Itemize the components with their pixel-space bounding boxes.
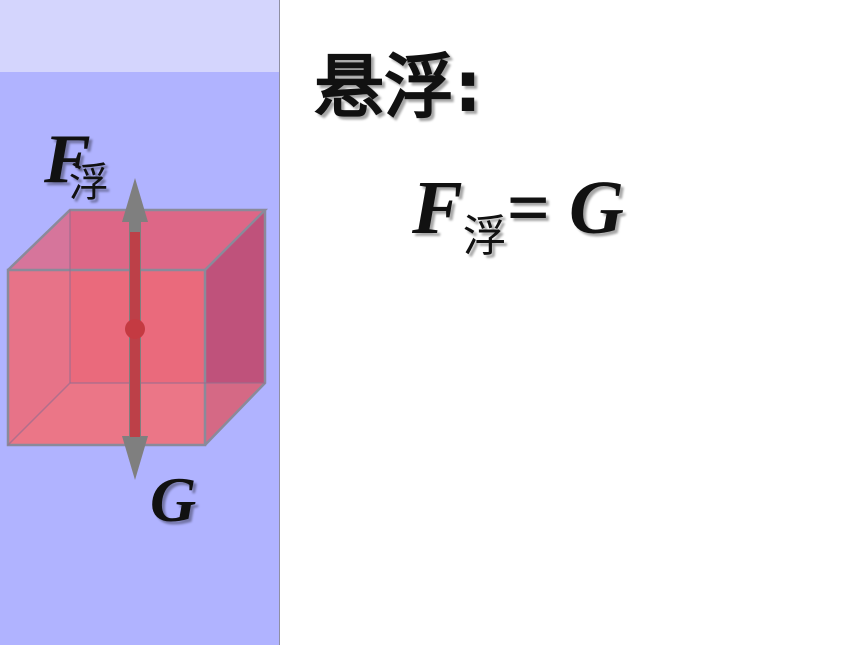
water-container: F浮 G — [0, 0, 280, 645]
air-region — [0, 0, 280, 72]
equation-lhs-symbol: F — [412, 166, 463, 250]
cube-hidden-edges — [7, 210, 265, 446]
buoyancy-arrow — [122, 178, 148, 329]
equation-lhs-subscript: 浮 — [462, 211, 507, 262]
buoyancy-label: F浮 — [44, 125, 131, 204]
page-title: 悬浮: — [314, 46, 482, 128]
equation-rhs-symbol: G — [569, 166, 624, 250]
equation-operator: = — [506, 166, 570, 250]
buoyancy-symbol: F — [44, 121, 91, 198]
diagram-svg — [0, 0, 280, 645]
gravity-label: G — [150, 464, 197, 535]
force-equation: F浮= G — [412, 170, 624, 259]
buoyancy-subscript: 浮 — [68, 160, 109, 206]
gravity-arrow — [122, 329, 148, 480]
center-point — [125, 319, 145, 339]
